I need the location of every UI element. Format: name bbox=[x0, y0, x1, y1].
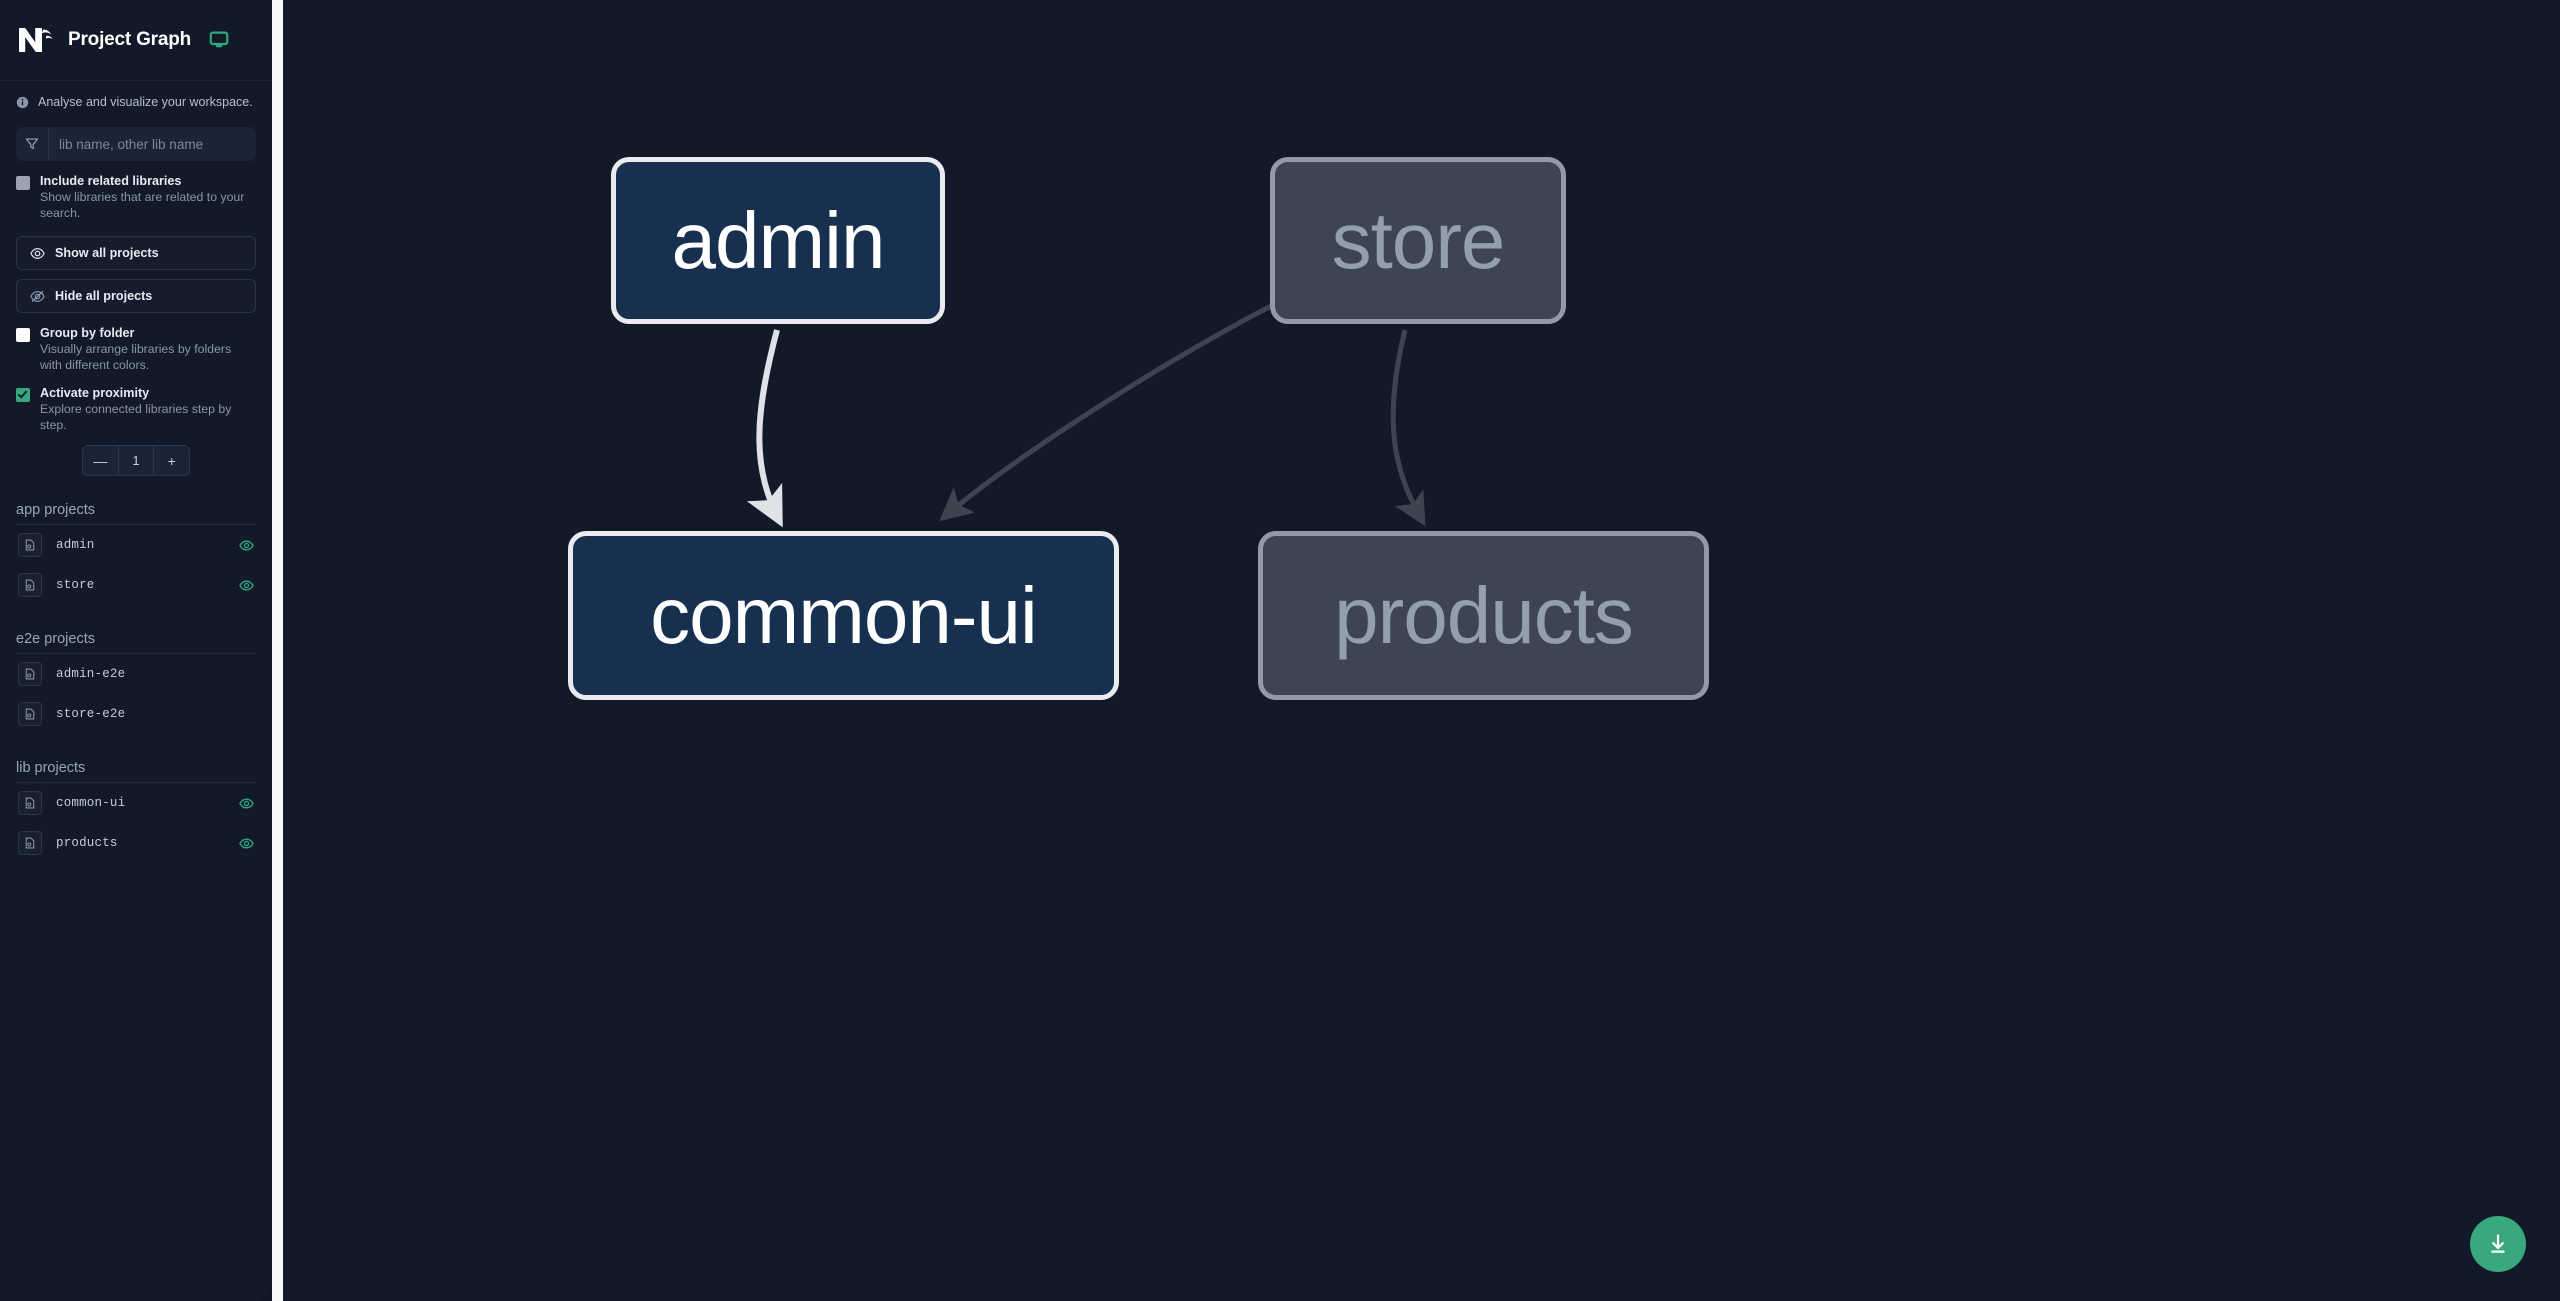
graph-edges-layer bbox=[746, 297, 1426, 528]
include-related-libraries-checkbox[interactable] bbox=[16, 176, 30, 190]
project-name: store bbox=[56, 578, 95, 592]
download-graph-button[interactable] bbox=[2470, 1216, 2526, 1272]
project-visibility-eye-icon[interactable] bbox=[239, 578, 254, 593]
option-description: Show libraries that are related to your … bbox=[40, 190, 245, 220]
group-title: app projects bbox=[16, 502, 256, 525]
graph-node-label: store bbox=[1331, 195, 1506, 285]
graph-node-admin[interactable]: admin bbox=[611, 157, 945, 324]
project-name: products bbox=[56, 836, 118, 850]
option-activate-proximity[interactable]: Activate proximity Explore connected lib… bbox=[16, 386, 256, 433]
show-all-projects-label: Show all projects bbox=[55, 246, 159, 260]
graph-canvas[interactable]: admin store common-ui products bbox=[283, 0, 2560, 1301]
graph-node-label: common-ui bbox=[650, 570, 1038, 660]
eye-off-icon bbox=[30, 290, 45, 302]
funnel-icon bbox=[25, 138, 39, 150]
nx-logo bbox=[19, 28, 53, 52]
project-row-products[interactable]: products bbox=[16, 823, 256, 863]
group-title: lib projects bbox=[16, 760, 256, 783]
project-file-icon-button[interactable] bbox=[18, 573, 42, 597]
monitor-icon[interactable] bbox=[209, 30, 229, 50]
option-include-related-libraries[interactable]: Include related libraries Show libraries… bbox=[16, 174, 256, 221]
sidebar-body: Include related libraries Show libraries… bbox=[0, 117, 272, 863]
download-icon bbox=[2491, 1234, 2505, 1253]
file-icon bbox=[25, 797, 35, 809]
hide-all-projects-button[interactable]: Hide all projects bbox=[16, 279, 256, 313]
option-title: Group by folder bbox=[40, 326, 135, 340]
project-row-admin[interactable]: admin bbox=[16, 525, 256, 565]
project-name: common-ui bbox=[56, 796, 126, 810]
proximity-increment-button[interactable]: + bbox=[167, 452, 176, 469]
file-icon bbox=[25, 539, 35, 551]
check-icon bbox=[17, 387, 27, 399]
project-file-icon-button[interactable] bbox=[18, 791, 42, 815]
project-visibility-eye-icon[interactable] bbox=[239, 796, 254, 811]
search-input[interactable] bbox=[49, 127, 256, 161]
file-icon bbox=[25, 708, 35, 720]
group-lib-projects: lib projects common-ui bbox=[16, 760, 256, 863]
show-all-projects-button[interactable]: Show all projects bbox=[16, 236, 256, 270]
project-row-store-e2e[interactable]: store-e2e bbox=[16, 694, 256, 734]
sidebar-tagline: Analyse and visualize your workspace. bbox=[0, 81, 272, 117]
graph-node-common-ui[interactable]: common-ui bbox=[568, 531, 1119, 700]
project-name: store-e2e bbox=[56, 707, 126, 721]
project-row-admin-e2e[interactable]: admin-e2e bbox=[16, 654, 256, 694]
proximity-value: 1 bbox=[117, 446, 155, 475]
visibility-buttons: Show all projects Hide all projects bbox=[16, 236, 256, 313]
group-title: e2e projects bbox=[16, 631, 256, 654]
edge-admin-to-common-ui bbox=[746, 329, 783, 528]
project-visibility-eye-icon[interactable] bbox=[239, 538, 254, 553]
info-icon bbox=[16, 96, 29, 108]
edge-store-to-products bbox=[1390, 329, 1426, 527]
project-name: admin bbox=[56, 538, 95, 552]
file-icon bbox=[25, 579, 35, 591]
file-icon bbox=[25, 668, 35, 680]
graph-node-products[interactable]: products bbox=[1258, 531, 1709, 700]
tagline-text: Analyse and visualize your workspace. bbox=[38, 95, 253, 109]
project-row-store[interactable]: store bbox=[16, 565, 256, 605]
option-title: Include related libraries bbox=[40, 174, 182, 188]
project-file-icon-button[interactable] bbox=[18, 831, 42, 855]
file-icon bbox=[25, 837, 35, 849]
activate-proximity-checkbox[interactable] bbox=[16, 387, 30, 402]
edge-store-to-common-ui bbox=[939, 297, 1285, 522]
option-texts: Include related libraries Show libraries… bbox=[40, 174, 256, 221]
filter-icon-box bbox=[16, 127, 49, 161]
project-file-icon-button[interactable] bbox=[18, 702, 42, 726]
hide-all-projects-label: Hide all projects bbox=[55, 289, 153, 303]
sidebar: Project Graph Analyse and visualize your… bbox=[0, 0, 272, 1301]
project-name: admin-e2e bbox=[56, 667, 126, 681]
project-file-icon-button[interactable] bbox=[18, 662, 42, 686]
graph-node-label: products bbox=[1334, 570, 1634, 660]
option-title: Activate proximity bbox=[40, 386, 150, 400]
sidebar-resize-handle[interactable] bbox=[272, 0, 283, 1301]
graph-node-label: admin bbox=[671, 195, 886, 285]
option-texts: Group by folder Visually arrange librari… bbox=[40, 326, 256, 373]
graph-node-store[interactable]: store bbox=[1270, 157, 1566, 324]
option-group-by-folder[interactable]: Group by folder Visually arrange librari… bbox=[16, 326, 256, 373]
option-description: Visually arrange libraries by folders wi… bbox=[40, 342, 232, 372]
project-row-common-ui[interactable]: common-ui bbox=[16, 783, 256, 823]
project-file-icon-button[interactable] bbox=[18, 533, 42, 557]
app-title: Project Graph bbox=[68, 29, 192, 50]
sidebar-header: Project Graph bbox=[0, 0, 272, 81]
option-description: Explore connected libraries step by step… bbox=[40, 402, 232, 432]
group-app-projects: app projects admin bbox=[16, 502, 256, 605]
project-visibility-eye-icon[interactable] bbox=[239, 836, 254, 851]
group-by-folder-checkbox[interactable] bbox=[16, 328, 30, 342]
proximity-stepper: — 1 + bbox=[82, 445, 190, 476]
search-field-wrapper bbox=[16, 127, 256, 161]
eye-icon bbox=[30, 247, 45, 259]
proximity-decrement-button[interactable]: — bbox=[93, 452, 108, 469]
group-e2e-projects: e2e projects admin-e2e bbox=[16, 631, 256, 734]
option-texts: Activate proximity Explore connected lib… bbox=[40, 386, 256, 433]
